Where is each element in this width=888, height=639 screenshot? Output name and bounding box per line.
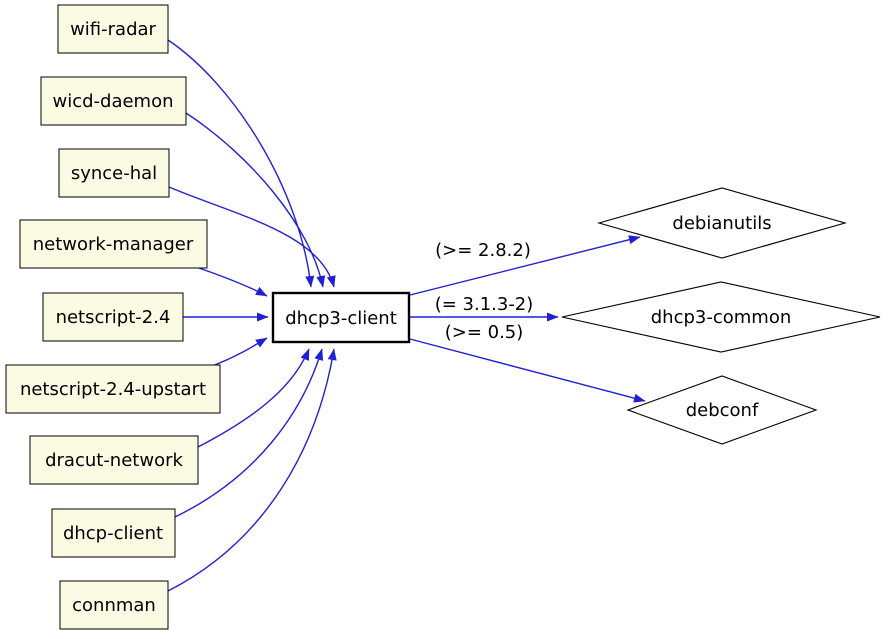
node-netscript-2.4-upstart: netscript-2.4-upstart: [5, 364, 221, 414]
node-box: [19, 219, 208, 269]
node-netscript-2.4: netscript-2.4: [42, 292, 184, 342]
node-label: dhcp3-client: [285, 308, 397, 329]
node-box: [42, 292, 184, 342]
node-label: debianutils: [672, 213, 771, 234]
edge-wicd-daemon-dhcp3-client: [185, 112, 326, 288]
node-wifi-radar: wifi-radar: [57, 4, 169, 54]
edge-netscript-2.4-upstart-dhcp3-client: [211, 337, 268, 367]
edge-dhcp3-client-debconf: [409, 338, 646, 403]
node-box: [57, 4, 169, 54]
node-diamond: [626, 375, 818, 445]
node-box: [5, 364, 221, 414]
edge-dhcp3-client-debianutils: [409, 235, 641, 296]
edge-label-dhcp3-common-constraint: (= 3.1.3-2): [435, 294, 534, 315]
edge-dracut-network-dhcp3-client: [197, 348, 310, 448]
node-dhcp-client: dhcp-client: [51, 508, 176, 558]
node-label: dhcp3-common: [651, 307, 792, 328]
node-diamond: [561, 281, 881, 353]
edge-synce-hal-dhcp3-client: [168, 186, 336, 288]
edge-connman-dhcp3-client: [167, 348, 337, 592]
node-connman: connman: [59, 580, 169, 630]
node-dracut-network: dracut-network: [29, 435, 199, 485]
node-label: synce-hal: [71, 163, 157, 184]
node-label: network-manager: [33, 234, 194, 255]
node-label: dhcp-client: [63, 523, 163, 544]
node-box: [29, 435, 199, 485]
node-debconf: debconf: [626, 375, 818, 445]
node-label: wicd-daemon: [52, 91, 173, 112]
node-debianutils: debianutils: [596, 187, 848, 259]
node-network-manager: network-manager: [19, 219, 208, 269]
node-wicd-daemon: wicd-daemon: [40, 76, 187, 126]
node-box: [40, 76, 187, 126]
edge-label-debianutils-constraint: (>= 2.8.2): [435, 240, 531, 261]
node-label: debconf: [686, 400, 759, 421]
node-dhcp3-client: dhcp3-client: [271, 291, 411, 344]
node-box: [271, 291, 411, 344]
node-label: netscript-2.4-upstart: [20, 379, 206, 400]
node-box: [58, 148, 170, 198]
node-box: [51, 508, 176, 558]
node-label: dracut-network: [45, 450, 183, 471]
node-label: wifi-radar: [70, 19, 156, 40]
edges-dependencies: [409, 235, 646, 403]
node-dhcp3-common: dhcp3-common: [561, 281, 881, 353]
edge-wifi-radar-dhcp3-client: [167, 39, 315, 288]
node-label: connman: [72, 595, 156, 616]
node-synce-hal: synce-hal: [58, 148, 170, 198]
node-box: [59, 580, 169, 630]
node-diamond: [596, 187, 848, 259]
edge-network-manager-dhcp3-client: [195, 266, 268, 297]
edges-reverse-dependencies: [167, 39, 337, 592]
edge-dhcp-client-dhcp3-client: [174, 348, 324, 518]
node-label: netscript-2.4: [56, 307, 171, 328]
edge-label-debconf-constraint: (>= 0.5): [445, 322, 524, 343]
